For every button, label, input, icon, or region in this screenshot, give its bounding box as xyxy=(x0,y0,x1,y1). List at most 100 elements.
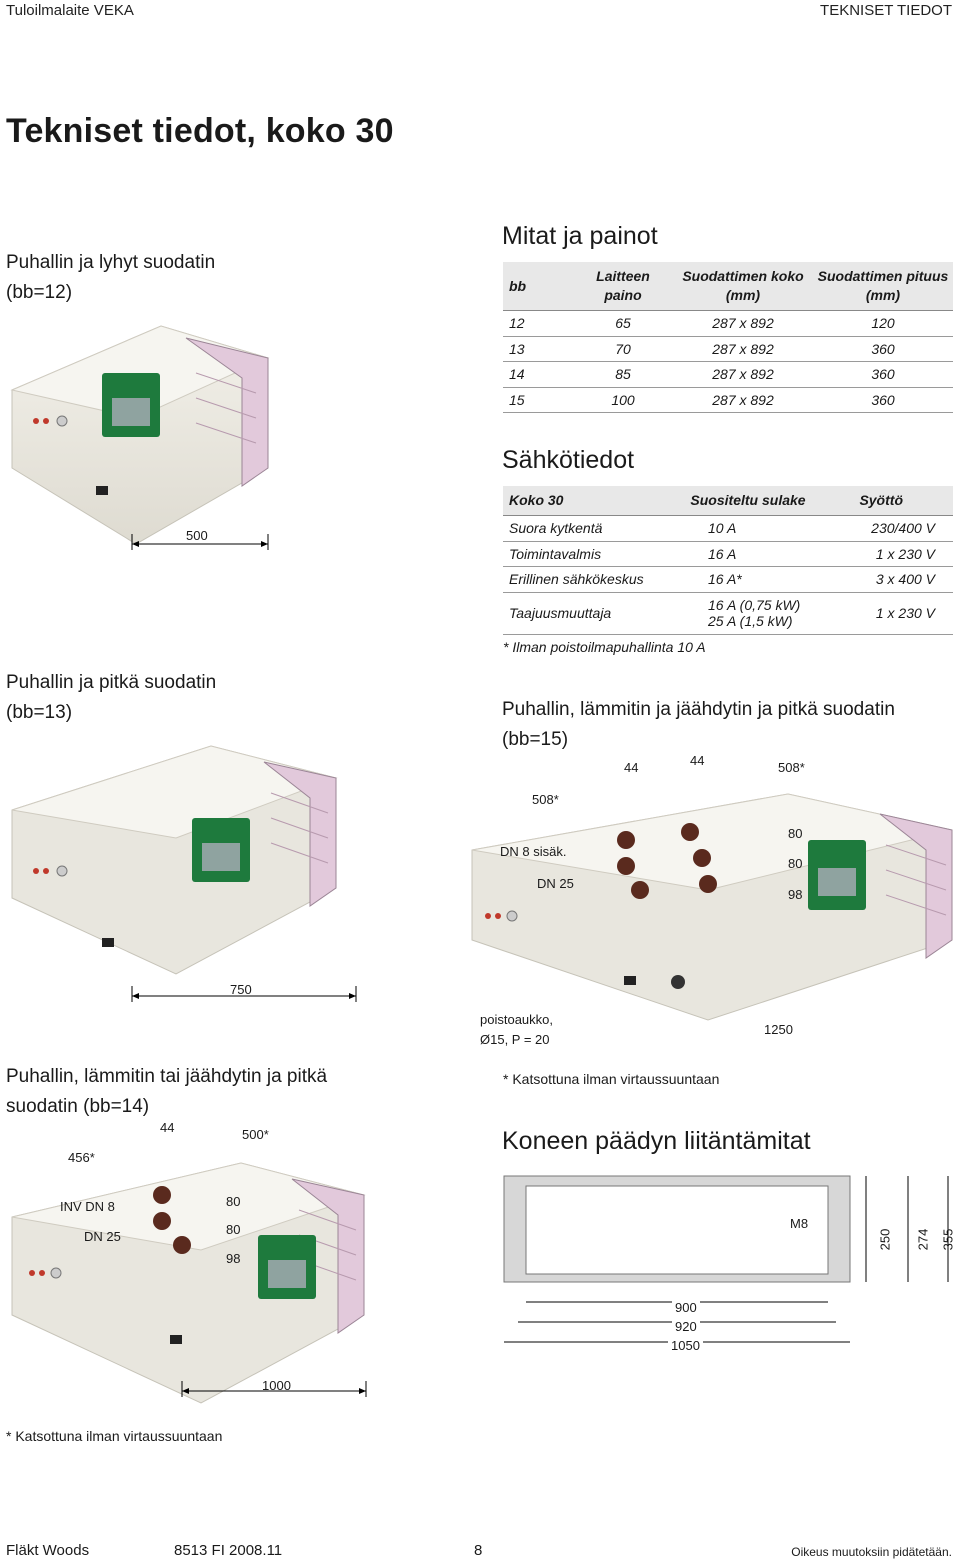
dim-274: 274 xyxy=(915,1228,931,1251)
dim-bb14-width: 1000 xyxy=(262,1378,291,1393)
cell: Toimintavalmis xyxy=(503,541,668,567)
dimensions-heading: Mitat ja painot xyxy=(502,222,658,250)
dim-bb15-44b: 44 xyxy=(690,753,705,768)
electrical-note: * Ilman poistoilmapuhallinta 10 A xyxy=(503,639,706,655)
dim-bb15-508a: 508* xyxy=(532,792,559,807)
dim-bb15-width: 1250 xyxy=(764,1022,793,1037)
table-header-row: Koko 30 Suositeltu sulake Syöttö xyxy=(503,486,953,516)
note-right: * Katsottuna ilman virtaussuuntaan xyxy=(503,1071,720,1087)
dim-bb15-dn8: DN 8 sisäk. xyxy=(500,844,567,859)
footer-doc: 8513 FI 2008.11 xyxy=(174,1542,283,1559)
dim-bb14-dn25: DN 25 xyxy=(84,1229,121,1244)
dim-bb15-outlet2: Ø15, P = 20 xyxy=(480,1032,550,1047)
col-header: Suodattimen koko (mm) xyxy=(673,262,813,311)
dim-900: 900 xyxy=(672,1300,700,1315)
dim-bb12-width: 500 xyxy=(186,528,208,543)
dimensions-table: bb Laitteen paino Suodattimen koko (mm) … xyxy=(503,262,953,413)
cell: 65 xyxy=(573,310,673,337)
cell: 287 x 892 xyxy=(673,361,813,388)
section-bb12: Puhallin ja lyhyt suodatin (bb=12) xyxy=(6,252,216,303)
col-header: Syöttö xyxy=(828,486,953,516)
cell: 360 xyxy=(813,387,953,413)
dim-bb14-80b: 80 xyxy=(226,1222,241,1237)
col-header: Suodattimen pituus (mm) xyxy=(813,262,953,311)
footer-page: 8 xyxy=(474,1542,483,1559)
dim-1050: 1050 xyxy=(668,1338,703,1353)
dim-bb15-outlet1: poistoaukko, xyxy=(480,1012,553,1027)
section-bb13: Puhallin ja pitkä suodatin (bb=13) xyxy=(6,672,217,723)
cell: 360 xyxy=(813,361,953,388)
footer-rights: Oikeus muutoksiin pidätetään. xyxy=(791,1545,952,1559)
dim-bb15-80b: 80 xyxy=(788,856,803,871)
electrical-heading: Sähkötiedot xyxy=(502,446,635,474)
table-header-row: bb Laitteen paino Suodattimen koko (mm) … xyxy=(503,262,953,311)
col-header: Laitteen paino xyxy=(573,262,673,311)
col-header: Suositeltu sulake xyxy=(668,486,828,516)
dim-355: 355 xyxy=(940,1228,956,1251)
cell: 287 x 892 xyxy=(673,310,813,337)
cell: Erillinen sähkökeskus xyxy=(503,566,668,593)
unit-image-bb12 xyxy=(6,318,286,558)
cell: 16 A* xyxy=(668,566,828,593)
electrical-table: Koko 30 Suositeltu sulake Syöttö Suora k… xyxy=(503,486,953,635)
cell: 3 x 400 V xyxy=(828,566,953,593)
dim-bb15-508b: 508* xyxy=(778,760,805,775)
cell: 120 xyxy=(813,310,953,337)
end-connection-drawing xyxy=(500,1172,960,1358)
dim-line-bb14 xyxy=(180,1375,370,1397)
cell: 100 xyxy=(573,387,673,413)
unit-image-bb13 xyxy=(6,738,346,988)
cell: Taajuusmuuttaja xyxy=(503,592,668,635)
cell: 16 A (0,75 kW) 25 A (1,5 kW) xyxy=(668,592,828,635)
dim-bb14-456: 456* xyxy=(68,1150,95,1165)
dim-line-bb13 xyxy=(130,980,360,1002)
cell: 230/400 V xyxy=(828,515,953,542)
header-right: TEKNISET TIEDOT xyxy=(820,2,952,19)
dim-bb15-44a: 44 xyxy=(624,760,639,775)
footer-brand: Fläkt Woods xyxy=(6,1542,90,1559)
cell: 360 xyxy=(813,336,953,362)
cell: Suora kytkentä xyxy=(503,515,668,542)
dim-m8: M8 xyxy=(790,1216,809,1231)
note-left: * Katsottuna ilman virtaussuuntaan xyxy=(6,1428,223,1444)
dim-bb15-dn25: DN 25 xyxy=(537,876,574,891)
cell: 85 xyxy=(573,361,673,388)
cell: 1 x 230 V xyxy=(828,541,953,567)
cell: 287 x 892 xyxy=(673,336,813,362)
cell: 287 x 892 xyxy=(673,387,813,413)
cell: 16 A xyxy=(668,541,828,567)
dim-bb15-98: 98 xyxy=(788,887,803,902)
dim-bb14-44: 44 xyxy=(160,1120,175,1135)
col-header: bb xyxy=(503,262,573,311)
cell: 12 xyxy=(503,310,573,337)
unit-image-bb14 xyxy=(6,1155,366,1415)
dim-bb15-80a: 80 xyxy=(788,826,803,841)
section-bb14: Puhallin, lämmitin tai jäähdytin ja pitk… xyxy=(6,1066,328,1117)
section-bb15: Puhallin, lämmitin ja jäähdytin ja pitkä… xyxy=(502,699,895,750)
dim-bb14-inv: INV DN 8 xyxy=(60,1199,115,1214)
page-title: Tekniset tiedot, koko 30 xyxy=(6,112,394,150)
cell: 10 A xyxy=(668,515,828,542)
unit-image-bb15 xyxy=(468,790,954,1030)
dim-bb13-width: 750 xyxy=(230,982,252,997)
cell: 1 x 230 V xyxy=(828,592,953,635)
cell: 15 xyxy=(503,387,573,413)
cell: 13 xyxy=(503,336,573,362)
header-left: Tuloilmalaite VEKA xyxy=(6,2,134,19)
dim-920: 920 xyxy=(672,1319,700,1334)
dim-bb14-500: 500* xyxy=(242,1127,269,1142)
dim-line-bb12 xyxy=(130,528,272,550)
dim-250: 250 xyxy=(877,1228,893,1251)
dim-bb14-98: 98 xyxy=(226,1251,241,1266)
cell: 14 xyxy=(503,361,573,388)
end-connections-heading: Koneen päädyn liitäntämitat xyxy=(502,1127,811,1155)
cell: 70 xyxy=(573,336,673,362)
